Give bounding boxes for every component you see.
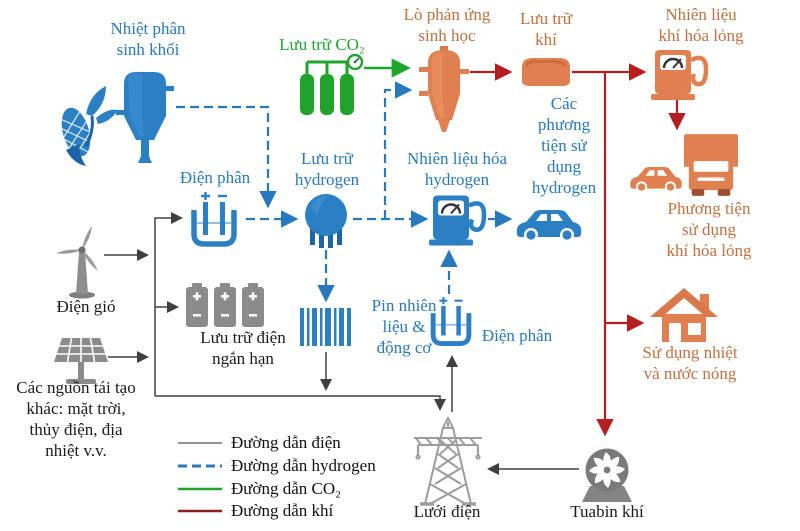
bioreactor-icon	[419, 46, 469, 132]
legend-label: Đường dẫn điện	[231, 433, 341, 452]
label-h2-vehicles: Các phương tiện sử dụng hydrogen	[531, 94, 597, 198]
label-power-grid: Lưới điện	[413, 502, 481, 521]
electrolysis-cell-right-icon	[430, 297, 472, 346]
gas-line-sample	[178, 504, 222, 518]
power-grid-tower-icon	[414, 415, 482, 506]
label-lng-fuel: Nhiên liệu khí hóa lỏng	[658, 5, 744, 46]
label-heat-use: Sử dụng nhiệt và nước nóng	[642, 343, 738, 384]
electricity-lines	[104, 212, 579, 475]
legend-item-hydrogen: Đường dẫn hydrogen	[178, 456, 376, 476]
h2-fuel-pump-icon	[429, 195, 487, 246]
gas-lines	[470, 63, 686, 437]
hydrogen-lines	[176, 81, 513, 303]
label-electrolysis-right: Điện phân	[481, 326, 553, 345]
label-other-renewables: Các nguồn tái tạo khác: mặt trời, thủy đ…	[16, 378, 136, 461]
lng-car-icon	[630, 167, 682, 193]
label-fuel-cell: Pin nhiên liệu & động cơ	[371, 296, 437, 358]
label-co2-storage: Lưu trữ CO₂	[279, 35, 365, 54]
legend-label: Đường dẫn khí	[231, 501, 334, 520]
lng-truck-icon	[684, 134, 738, 196]
lng-fuel-pump-icon	[651, 50, 709, 100]
hydrogen-sphere-tank-icon	[305, 194, 347, 248]
label-h2-storage: Lưu trữ hydrogen	[294, 149, 360, 190]
legend-item-co2: Đường dẫn CO₂	[178, 479, 341, 499]
battery-storage-icon	[186, 283, 264, 327]
co2-cylinders-icon	[300, 54, 364, 115]
corn-plant-icon	[56, 86, 118, 166]
hydrogen-car-icon	[516, 210, 582, 242]
legend-item-gas: Đường dẫn khí	[178, 501, 333, 521]
label-gas-turbine: Tuabin khí	[570, 502, 644, 521]
label-gas-storage: Lưu trữ khí	[520, 9, 572, 50]
legend-label: Đường dẫn hydrogen	[231, 456, 376, 475]
label-electrolysis-left: Điện phân	[179, 168, 251, 187]
label-lng-vehicles: Phương tiện sử dụng khí hóa lỏng	[666, 199, 752, 261]
label-bioreactor: Lò phản ứng sinh học	[403, 5, 491, 46]
co2-line-sample	[178, 482, 222, 496]
hydrogen-line-sample	[178, 459, 222, 473]
gas-turbine-icon	[582, 448, 632, 502]
label-h2-fuel: Nhiên liệu hóa hydrogen	[406, 149, 508, 190]
fuel-cell-icon	[300, 308, 351, 346]
house-icon	[650, 288, 718, 342]
label-biomass-pyrolysis: Nhiệt phân sinh khối	[110, 19, 186, 60]
wind-turbine-icon	[56, 226, 98, 299]
legend-item-electricity: Đường dẫn điện	[178, 433, 341, 453]
legend-label: Đường dẫn CO₂	[231, 479, 342, 498]
gas-tank-icon	[522, 58, 570, 86]
label-battery-storage: Lưu trữ điện ngắn hạn	[200, 328, 286, 369]
electrolysis-cell-icon	[191, 192, 237, 247]
electricity-line-sample	[178, 436, 222, 450]
label-wind: Điện gió	[56, 297, 116, 316]
pyrolysis-vessel-icon	[116, 72, 174, 163]
solar-panel-icon	[54, 337, 108, 384]
